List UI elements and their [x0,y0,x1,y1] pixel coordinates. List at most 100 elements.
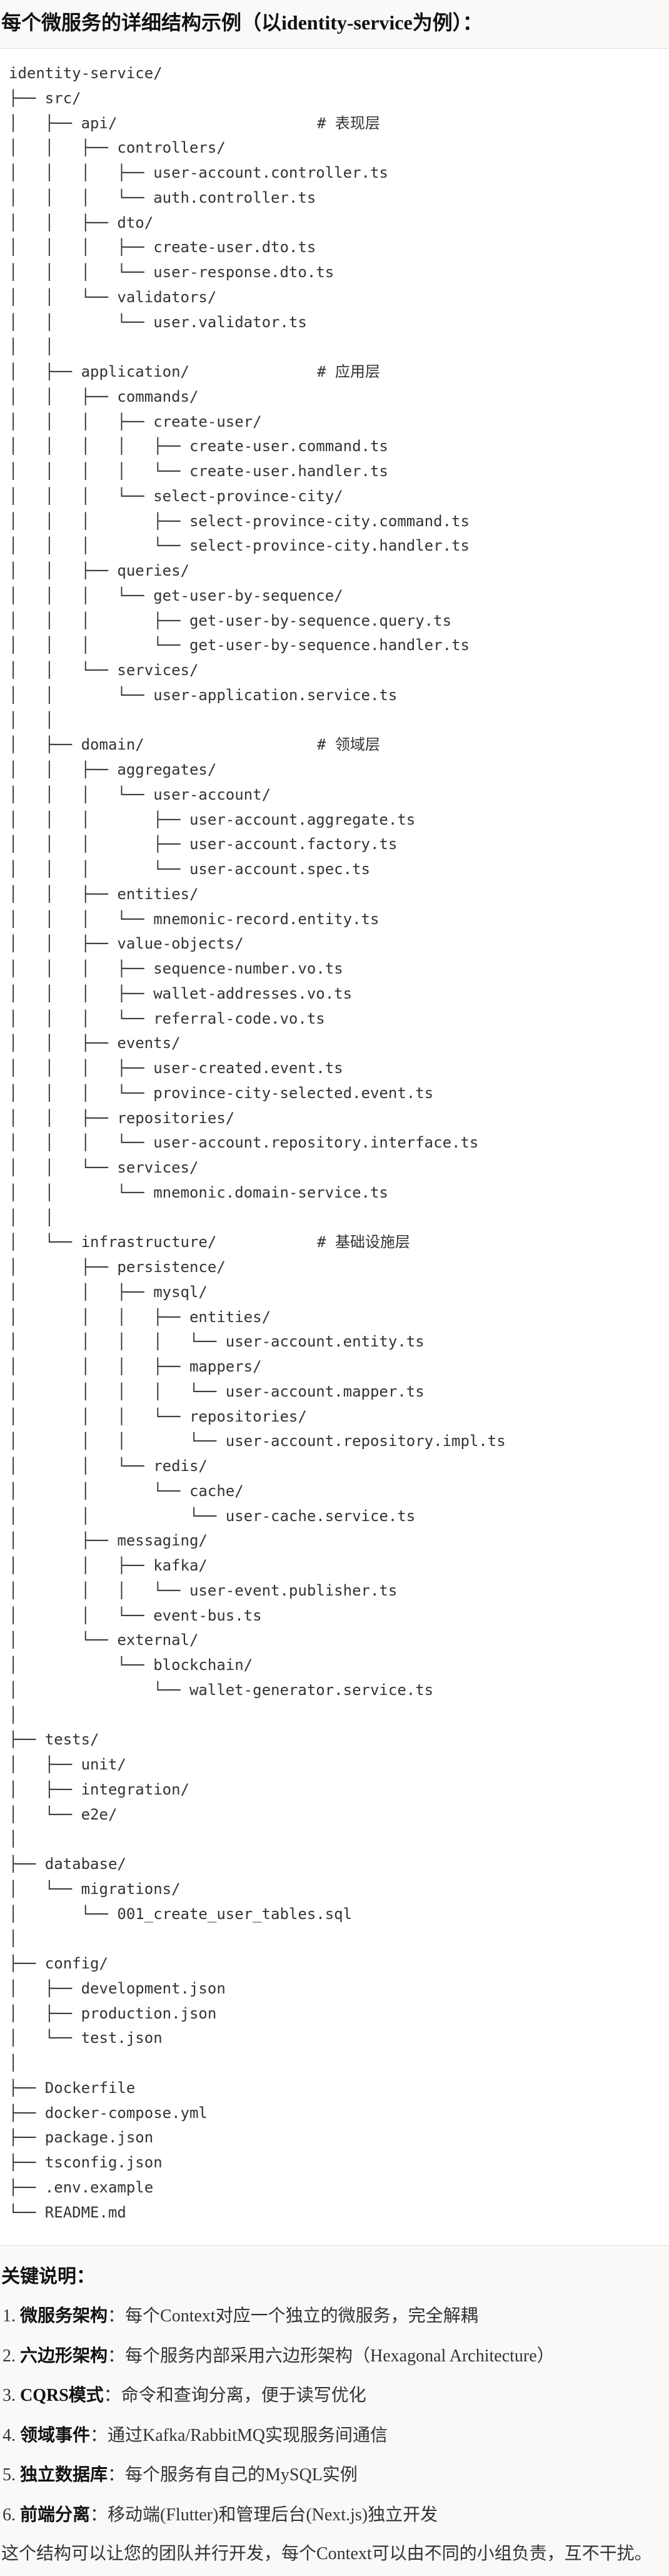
tree-line: │ │ ├── value-objects/ [9,932,506,957]
note-item: 6. 前端分离：移动端(Flutter)和管理后台(Next.js)独立开发 [3,2503,438,2528]
tree-line: │ │ ├── entities/ [9,882,506,907]
tree-line: │ │ [9,1206,506,1231]
tree-line: │ │ ├── repositories/ [9,1106,506,1131]
tree-line: │ │ [9,708,506,733]
tree-line: │ └── blockchain/ [9,1653,506,1678]
tree-line: │ ├── api/# 表现层 [9,111,506,136]
tree-line: │ │ ├── events/ [9,1031,506,1056]
tree-path: │ │ │ ├── sequence-number.vo.ts [9,960,343,977]
tree-path: │ ├── development.json [9,1979,226,1997]
tree-path: │ │ │ ├── select-province-city.command.t… [9,512,470,530]
tree-path: ├── docker-compose.yml [9,2104,208,2122]
tree-path: │ [9,2054,18,2072]
tree-path: │ │ │ ├── user-account.aggregate.ts [9,810,416,828]
tree-line: │ │ │ └── province-city-selected.event.t… [9,1081,506,1106]
tree-line: │ │ ├── mysql/ [9,1280,506,1305]
tree-path: │ │ [9,711,54,729]
tree-line: │ ├── integration/ [9,1778,506,1803]
note-number: 4. [3,2425,16,2445]
page-title: 每个微服务的详细结构示例（以identity-service为例）： [1,11,483,34]
tree-path: ├── database/ [9,1855,126,1873]
tree-path: │ │ ├── dto/ [9,213,154,232]
tree-path: │ │ ├── kafka/ [9,1557,208,1574]
tree-path: │ │ └── cache/ [9,1482,244,1500]
tree-path: │ │ │ ├── entities/ [9,1308,271,1326]
title-bar: 每个微服务的详细结构示例（以identity-service为例）： [0,0,669,49]
note-item: 4. 领域事件：通过Kafka/RabbitMQ实现服务间通信 [3,2423,388,2448]
tree-line: │ │ │ │ ├── create-user.command.ts [9,434,506,459]
tree-path: │ ├── unit/ [9,1756,126,1773]
tree-line: │ ├── persistence/ [9,1255,506,1280]
note-number: 3. [3,2386,16,2406]
tree-path: │ └── wallet-generator.service.ts [9,1681,434,1699]
tree-path: │ ├── domain/ [9,736,144,754]
tree-path: │ [9,1930,18,1948]
tree-comment: # 基础设施层 [317,1233,410,1251]
tree-path: │ │ │ │ └── user-account.entity.ts [9,1333,425,1351]
tree-comment: # 领域层 [317,736,380,754]
tree-line: │ [9,1827,506,1852]
tree-line: │ │ │ └── auth.controller.ts [9,186,506,211]
tree-path: │ ├── persistence/ [9,1258,226,1276]
tree-path: │ └── e2e/ [9,1805,118,1823]
tree-path: │ │ │ ├── user-created.event.ts [9,1059,343,1077]
note-text: ：每个服务内部采用六边形架构（Hexagonal Architecture） [108,2346,555,2366]
tree-line: │ └── infrastructure/# 基础设施层 [9,1230,506,1255]
tree-path: │ │ │ └── auth.controller.ts [9,188,316,206]
tree-path: │ │ ├── repositories/ [9,1109,235,1127]
tree-path: │ │ │ ├── create-user.dto.ts [9,238,316,257]
tree-line: │ └── migrations/ [9,1877,506,1902]
tree-line: │ [9,2051,506,2076]
tree-line: ├── .env.example [9,2176,506,2201]
tree-line: │ │ │ │ └── user-account.entity.ts [9,1330,506,1355]
tree-line: │ └── 001_create_user_tables.sql [9,1902,506,1927]
tree-line: │ │ ├── aggregates/ [9,758,506,783]
tree-line: │ │ │ └── select-province-city.handler.t… [9,534,506,559]
note-number: 6. [3,2505,16,2525]
tree-line: ├── tsconfig.json [9,2151,506,2176]
tree-line: │ │ └── cache/ [9,1479,506,1504]
tree-line: │ [9,1927,506,1952]
tree-path: ├── Dockerfile [9,2079,136,2097]
tree-path: │ │ ├── events/ [9,1034,181,1052]
tree-path: │ │ ├── mysql/ [9,1283,208,1301]
tree-line: │ │ │ └── mnemonic-record.entity.ts [9,907,506,932]
tree-line: │ │ │ └── user-account/ [9,783,506,808]
tree-path: │ │ ├── aggregates/ [9,761,217,778]
tree-line: │ │ │ └── repositories/ [9,1405,506,1430]
tree-line: │ ├── messaging/ [9,1529,506,1554]
tree-line: │ ├── domain/ # 领域层 [9,733,506,758]
tree-path: │ │ │ ├── wallet-addresses.vo.ts [9,984,353,1002]
tree-line: │ [9,1703,506,1728]
tree-line: │ └── test.json [9,2026,506,2051]
tree-line: │ │ │ │ └── user-account.mapper.ts [9,1380,506,1405]
tree-path: │ └── blockchain/ [9,1656,253,1674]
tree-line: │ ├── application/# 应用层 [9,360,506,385]
tree-path: ├── src/ [9,89,81,107]
tree-path: ├── tests/ [9,1731,99,1749]
note-label: 微服务架构 [20,2306,108,2326]
tree-line: │ │ └── user.validator.ts [9,310,506,335]
tree-line: ├── docker-compose.yml [9,2101,506,2126]
tree-path: │ │ │ └── select-province-city.handler.t… [9,537,470,555]
tree-line: │ │ │ ├── wallet-addresses.vo.ts [9,982,506,1007]
tree-path: │ │ │ ├── create-user/ [9,412,262,430]
tree-line: │ │ │ ├── entities/ [9,1305,506,1330]
tree-line: │ │ ├── controllers/ [9,136,506,161]
tree-path: │ │ ├── commands/ [9,387,199,405]
tree-line: │ │ └── mnemonic.domain-service.ts [9,1181,506,1206]
tree-path: │ ├── production.json [9,2004,217,2022]
tree-path: │ │ └── validators/ [9,288,217,306]
tree-line: │ │ │ └── select-province-city/ [9,484,506,509]
tree-path: │ │ ├── value-objects/ [9,935,244,953]
tree-path: │ [9,1706,18,1724]
tree-path: │ │ │ └── get-user-by-sequence.handler.t… [9,636,470,654]
tree-line: │ │ └── user-application.service.ts [9,683,506,708]
tree-line: │ │ │ ├── user-account.controller.ts [9,161,506,186]
tree-path: ├── config/ [9,1955,108,1972]
tree-line: ├── Dockerfile [9,2076,506,2101]
tree-path: │ │ │ ├── user-account.factory.ts [9,835,398,853]
tree-line: │ │ ├── kafka/ [9,1554,506,1579]
tree-path: │ │ └── user-application.service.ts [9,686,398,704]
note-item: 2. 六边形架构：每个服务内部采用六边形架构（Hexagonal Archite… [3,2344,555,2369]
